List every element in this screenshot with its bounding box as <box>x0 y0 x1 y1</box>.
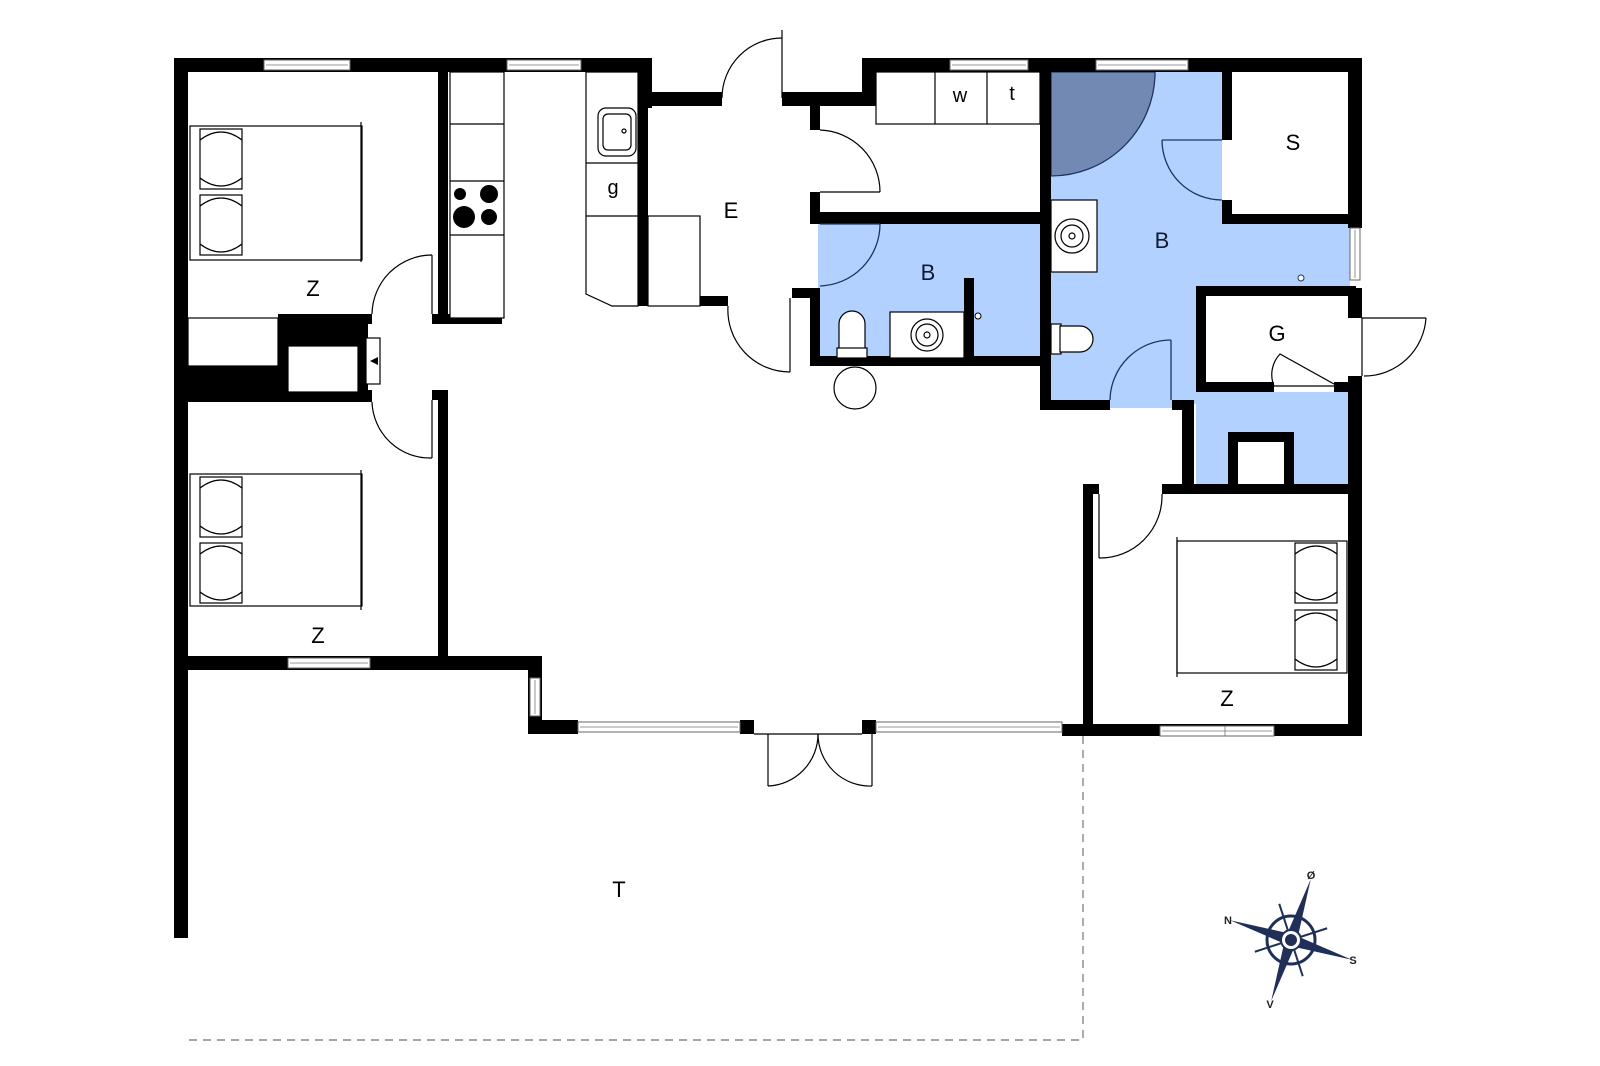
laundry-counter <box>875 71 1041 125</box>
kitchen-counter-right <box>585 71 639 307</box>
window-living-right <box>875 721 1063 733</box>
room-label-bedroom-1: Z <box>306 276 320 301</box>
window-right-bath <box>1349 227 1361 281</box>
window-bedroom2 <box>287 657 371 669</box>
window-living-left <box>577 721 741 733</box>
door-terrace <box>754 733 873 787</box>
window-top-kitchen <box>506 59 582 71</box>
window-top-bath <box>1095 59 1189 71</box>
compass-label-south: S <box>1349 955 1357 967</box>
sink-bathroom2 <box>1050 199 1098 273</box>
fixture-label-g: g <box>607 177 619 199</box>
compass-label-east: Ø <box>1306 870 1316 882</box>
compass-label-west: V <box>1266 999 1274 1011</box>
shower-area <box>1050 71 1156 177</box>
room-label-utility: G <box>1268 321 1286 346</box>
terrace-outline <box>174 656 1084 1041</box>
door-bedroom3 <box>1098 493 1163 559</box>
bed-bedroom2 <box>189 470 363 610</box>
walls <box>174 58 1362 938</box>
window-top-utility <box>949 59 1029 71</box>
fixture-label-washer: w <box>952 85 968 107</box>
door-bathroom1 <box>819 223 881 287</box>
bed-bedroom1 <box>189 122 363 262</box>
door-e-living <box>727 298 791 373</box>
fixture-label-dryer: t <box>1009 83 1015 105</box>
stove-icon <box>453 185 498 228</box>
door-back <box>1361 317 1427 377</box>
bed-bedroom3 <box>1176 537 1348 677</box>
toilet-bathroom1 <box>836 310 868 359</box>
door-entrance <box>721 30 783 99</box>
closet <box>187 317 279 367</box>
door-bathroom2 <box>1109 339 1172 401</box>
window-living-side <box>529 677 541 717</box>
door-hall <box>819 129 881 193</box>
outdoor-light <box>833 366 877 410</box>
room-label-bedroom-3: Z <box>1220 686 1234 711</box>
compass-label-north: N <box>1224 915 1232 927</box>
sink-icon <box>597 107 637 157</box>
cabinet <box>647 215 701 307</box>
heater <box>365 337 381 385</box>
kitchen-counter-left <box>449 71 505 319</box>
door-sauna <box>1161 139 1223 201</box>
room-label-sauna: S <box>1285 130 1301 155</box>
window-top-bedroom1 <box>263 59 351 71</box>
door-utility <box>1271 353 1335 387</box>
windows <box>263 59 1361 737</box>
window-bedroom3 <box>1159 725 1275 737</box>
room-label-bathroom-1: B <box>920 260 936 285</box>
compass-rose-icon <box>1230 879 1352 1001</box>
closet-2 <box>287 345 359 393</box>
room-label-bedroom-2: Z <box>311 623 325 648</box>
bathroom-fills <box>818 71 1350 484</box>
toilet-bathroom2 <box>1050 323 1094 355</box>
furniture <box>187 71 1348 677</box>
sink-bathroom1 <box>889 311 965 359</box>
room-label-entrance: E <box>723 198 739 223</box>
doors <box>371 30 1427 787</box>
room-label-terrace: T <box>612 877 626 902</box>
drain-bathroom1 <box>974 312 982 320</box>
door-bedroom1 <box>371 254 433 315</box>
drain-bathroom2 <box>1297 274 1305 282</box>
door-bedroom2 <box>371 400 433 459</box>
room-label-bathroom-2: B <box>1154 228 1170 253</box>
